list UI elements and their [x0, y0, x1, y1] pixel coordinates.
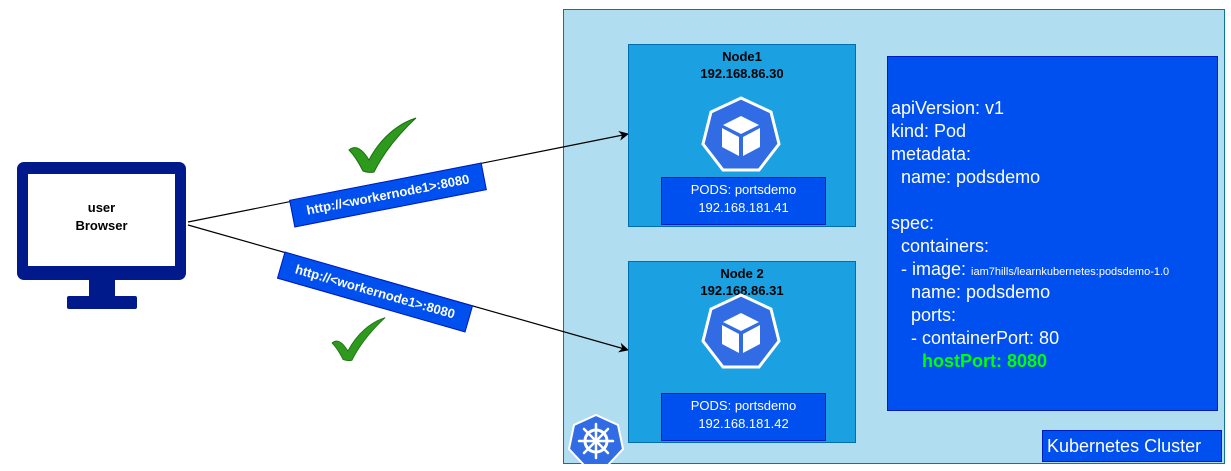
yaml-line-image: - image: iam7hills/learnkubernetes:podsd… [891, 258, 1169, 284]
yaml-line-container-name: name: podsdemo [891, 282, 1051, 302]
check-icon [331, 317, 386, 362]
node-2-name: Node 2 [720, 266, 764, 281]
kubernetes-helm-icon [568, 414, 624, 466]
pod-2-label: PODS: portsdemo [690, 398, 797, 413]
yaml-line-hostport: hostPort: 8080 [922, 351, 1048, 371]
node-1-ip: 192.168.86.30 [700, 66, 784, 81]
pod-yaml-manifest: apiVersion: v1 kind: Pod metadata: name:… [887, 56, 1218, 411]
pod-1-ip: 192.168.181.41 [698, 200, 789, 215]
browser-label: Browser [75, 218, 128, 233]
yaml-image-value: iam7hills/learnkubernetes:podsdemo-1.0 [971, 266, 1170, 278]
yaml-line-kind: kind: Pod [891, 121, 967, 141]
pod-cube-icon [701, 293, 781, 369]
yaml-image-key: - image: [891, 259, 972, 279]
pod-1: PODS: portsdemo 192.168.181.41 [661, 177, 826, 225]
yaml-line-apiversion: apiVersion: v1 [891, 98, 1005, 118]
user-browser-label: user Browser [28, 199, 175, 235]
cluster-label: Kubernetes Cluster [1042, 430, 1222, 462]
node-1-name: Node1 [722, 49, 762, 64]
pod-2-ip: 192.168.181.42 [698, 416, 789, 431]
yaml-line-metadata: metadata: [891, 144, 972, 164]
cluster-label-text: Kubernetes Cluster [1047, 436, 1202, 456]
yaml-line-containerport: - containerPort: 80 [891, 328, 1060, 348]
yaml-line-name: name: podsdemo [891, 167, 1041, 187]
yaml-line-containers: containers: [891, 236, 990, 256]
pod-1-label: PODS: portsdemo [690, 182, 797, 197]
check-icon [348, 117, 417, 173]
yaml-line-ports: ports: [891, 305, 957, 325]
pod-cube-icon [701, 96, 781, 172]
user-label: user [87, 200, 116, 215]
pod-2: PODS: portsdemo 192.168.181.42 [661, 393, 826, 441]
node-2-ip: 192.168.86.31 [700, 283, 784, 298]
monitor-icon [17, 162, 186, 309]
yaml-line-spec: spec: [891, 213, 935, 233]
